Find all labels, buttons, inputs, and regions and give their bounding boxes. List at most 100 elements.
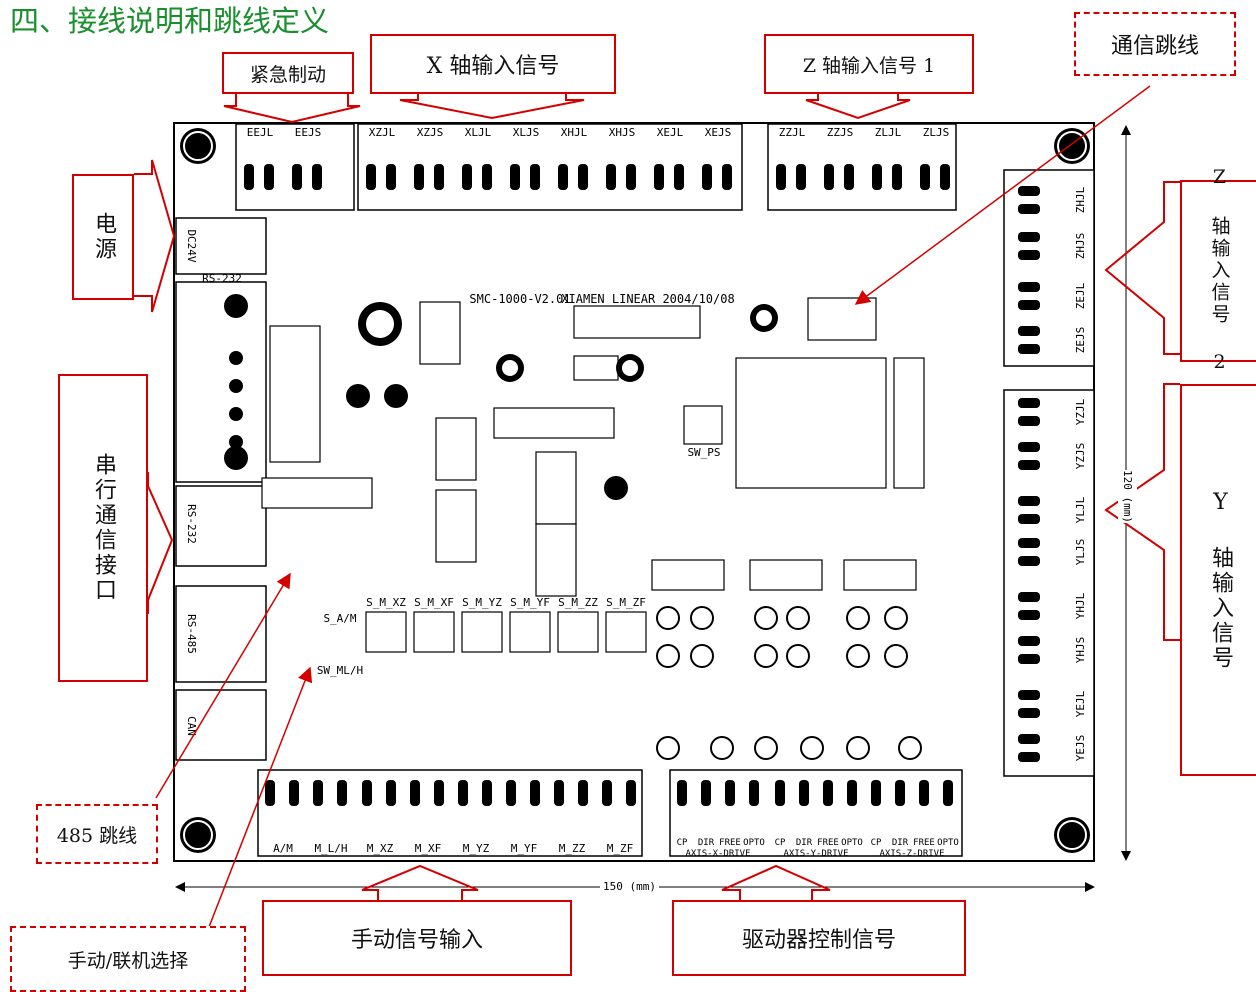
callout-485-jumper: 485 跳线	[36, 804, 158, 864]
led-footprint	[656, 606, 680, 630]
terminal-pad	[1018, 300, 1040, 310]
terminal-pad	[1018, 654, 1040, 664]
led-footprint	[656, 736, 680, 760]
terminal-pad	[1018, 734, 1040, 744]
terminal-label-yhjl: YHJL	[1074, 592, 1087, 619]
terminal-pad	[674, 164, 684, 190]
terminal-pad	[366, 164, 376, 190]
switch-label-3: S_M_YF	[510, 596, 550, 609]
terminal-pad	[265, 780, 275, 806]
terminal-pad	[1018, 690, 1040, 700]
height-dimension: 120 (mm)	[1118, 470, 1137, 523]
terminal-pad	[919, 780, 929, 806]
terminal-pad	[386, 780, 396, 806]
terminal-label-mlh: M_L/H	[314, 842, 347, 855]
terminal-pad	[434, 780, 444, 806]
terminal-pad	[702, 164, 712, 190]
terminal-pad	[602, 780, 612, 806]
callout-serial-interface: 串行通信接口	[58, 374, 148, 682]
led-footprint	[898, 736, 922, 760]
terminal-label-xzjl: XZJL	[369, 126, 396, 139]
terminal-pad	[749, 780, 759, 806]
terminal-label-zljl: ZLJL	[875, 126, 902, 139]
width-dimension: 150 (mm)	[600, 880, 659, 893]
led-footprint	[710, 736, 734, 760]
terminal-label-zljs: ZLJS	[923, 126, 950, 139]
led-footprint	[656, 644, 680, 668]
callout-emergency-stop: 紧急制动	[222, 52, 354, 94]
terminal-label-yljl: YLJL	[1074, 496, 1087, 523]
drive-pin-label: OPTO	[841, 838, 863, 848]
led-footprint	[786, 606, 810, 630]
callout-driver-control-signal: 驱动器控制信号	[672, 900, 966, 976]
terminal-pad	[530, 164, 540, 190]
jumper-label-ps: SW_PS	[687, 446, 720, 459]
drive-group-label-2: AXIS-Z-DRIVE	[879, 849, 944, 859]
terminal-pad	[796, 164, 806, 190]
led-footprint	[846, 644, 870, 668]
terminal-pad	[677, 780, 687, 806]
terminal-pad	[1018, 232, 1040, 242]
callout-x-axis-input: X 轴输入信号	[370, 34, 616, 94]
terminal-label-zejs: ZEJS	[1074, 327, 1087, 354]
drive-pin-label: FREE	[913, 838, 935, 848]
callout-z-axis-input-2: Z 轴输入信号 2	[1180, 166, 1256, 376]
terminal-pad	[414, 164, 424, 190]
terminal-pad	[482, 780, 492, 806]
terminal-pad	[312, 164, 322, 190]
drive-pin-label: CP	[775, 838, 786, 848]
terminal-pad	[1018, 442, 1040, 452]
terminal-label-mzz: M_ZZ	[559, 842, 586, 855]
terminal-pad	[386, 164, 396, 190]
callout-comm-jumper: 通信跳线	[1074, 12, 1236, 76]
terminal-pad	[462, 164, 472, 190]
terminal-pad	[799, 780, 809, 806]
terminal-label-eejs: EEJS	[295, 126, 322, 139]
terminal-pad	[1018, 610, 1040, 620]
terminal-pad	[1018, 282, 1040, 292]
terminal-label-xejl: XEJL	[657, 126, 684, 139]
terminal-pad	[506, 780, 516, 806]
terminal-label-eejl: EEJL	[247, 126, 274, 139]
drive-pin-label: OPTO	[743, 838, 765, 848]
terminal-pad	[578, 780, 588, 806]
drive-pin-label: CP	[871, 838, 882, 848]
callout-y-axis-input: Y 轴输入信号	[1180, 384, 1256, 776]
terminal-pad	[895, 780, 905, 806]
led-footprint	[884, 606, 908, 630]
terminal-pad	[289, 780, 299, 806]
terminal-pad	[701, 780, 711, 806]
terminal-pad	[337, 780, 347, 806]
terminal-label-mxf: M_XF	[415, 842, 442, 855]
terminal-pad	[1018, 186, 1040, 196]
terminal-pad	[943, 780, 953, 806]
led-footprint	[884, 644, 908, 668]
drive-pin-label: OPTO	[937, 838, 959, 848]
terminal-pad	[264, 164, 274, 190]
led-footprint	[846, 606, 870, 630]
terminal-label-yzjl: YZJL	[1074, 398, 1087, 425]
terminal-label-zhjl: ZHJL	[1074, 186, 1087, 213]
terminal-pad	[920, 164, 930, 190]
terminal-label-xljl: XLJL	[465, 126, 492, 139]
terminal-label-yejl: YEJL	[1074, 690, 1087, 717]
callout-power: 电源	[72, 174, 134, 300]
drive-group-label-1: AXIS-Y-DRIVE	[783, 849, 848, 859]
terminal-pad	[725, 780, 735, 806]
terminal-pad	[892, 164, 902, 190]
terminal-label-yljs: YLJS	[1074, 539, 1087, 566]
terminal-pad	[530, 780, 540, 806]
terminal-pad	[578, 164, 588, 190]
terminal-label-xhjs: XHJS	[609, 126, 636, 139]
drive-pin-label: CP	[677, 838, 688, 848]
terminal-pad	[776, 164, 786, 190]
jumper-label-mlh: SW_ML/H	[317, 664, 363, 677]
callout-manual-online-select: 手动/联机选择	[10, 926, 246, 992]
terminal-pad	[1018, 326, 1040, 336]
terminal-pad	[1018, 460, 1040, 470]
section-heading: 四、接线说明和跳线定义	[10, 4, 330, 38]
terminal-pad	[458, 780, 468, 806]
switch-label-4: S_M_ZZ	[558, 596, 598, 609]
terminal-label-mzf: M_ZF	[607, 842, 634, 855]
